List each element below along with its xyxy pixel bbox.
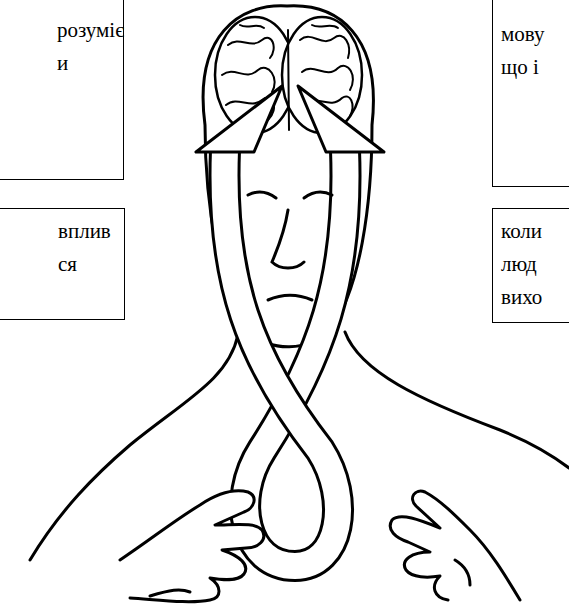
text-box: коли люд вихо — [492, 208, 569, 323]
text-box: розуміє и — [0, 0, 124, 180]
box-text: коли люд вихо — [501, 215, 561, 314]
text-box: вплив ся — [0, 208, 125, 320]
box-text: розуміє и — [57, 14, 123, 80]
box-text: вплив ся — [58, 215, 122, 281]
text-box: мову що і — [492, 0, 569, 187]
box-text: мову що і — [501, 18, 563, 84]
